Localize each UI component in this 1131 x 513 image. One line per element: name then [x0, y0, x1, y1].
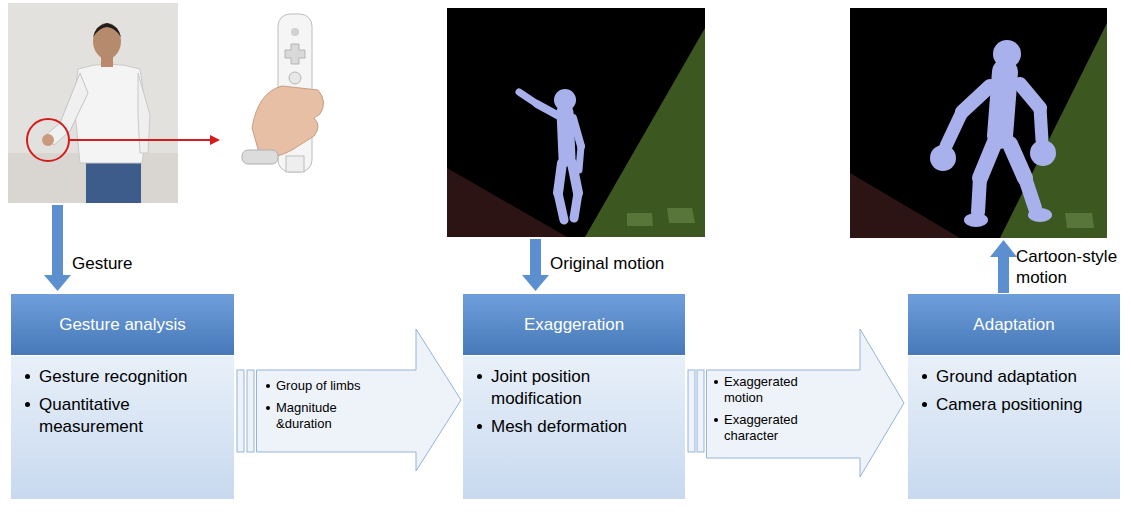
remote-photo [222, 10, 372, 178]
bullet-dot [477, 424, 482, 429]
joint-bar [237, 370, 244, 452]
red-spotlight [447, 168, 567, 237]
figure-foot [964, 213, 988, 227]
render-ground [850, 8, 1107, 238]
bullet-text: Ground adaptation [936, 366, 1077, 388]
joint-bar [697, 370, 704, 452]
bullet-item: Mesh deformation [475, 416, 677, 438]
box-body: Joint position modificationMesh deformat… [462, 356, 686, 500]
bullet-dot [922, 374, 927, 379]
wrist-strap [242, 150, 278, 164]
bullet-item: Magnitude &duration [266, 400, 378, 432]
bullet-text: Group of limbs [276, 378, 361, 394]
flow-arrow-head [522, 275, 549, 291]
bullet-text: Quantitative measurement [39, 394, 226, 438]
box-header: Exaggeration [462, 293, 686, 356]
a-button [289, 72, 301, 84]
bullet-list: Group of limbsMagnitude &duration [266, 378, 378, 438]
joint-bar [247, 370, 254, 452]
figure [946, 72, 1042, 212]
box-header: Adaptation [907, 293, 1121, 356]
flow-arrow-head [990, 240, 1017, 257]
process-box: ExaggerationJoint position modificationM… [462, 293, 686, 500]
shirt [74, 64, 148, 163]
jeans [86, 158, 141, 203]
figure-foot [1028, 208, 1052, 222]
bullet-dot [25, 374, 30, 379]
flow-label: Gesture [72, 253, 192, 274]
box-body: Gesture recognitionQuantitative measurem… [10, 356, 235, 500]
hair [93, 23, 121, 37]
bullet-dot [266, 406, 270, 410]
photo-ground [222, 10, 372, 178]
bullet-list: Ground adaptationCamera positioning [920, 366, 1112, 416]
box-header: Gesture analysis [10, 293, 235, 356]
red-spotlight [850, 173, 960, 238]
bullet-item: Ground adaptation [920, 366, 1112, 388]
floor-tile [667, 208, 695, 223]
flow-arrow-shaft [998, 256, 1009, 293]
bullet-list: Exaggerated motionExaggerated character [714, 374, 826, 450]
joint-bar [688, 370, 695, 452]
bullet-dot [714, 418, 718, 422]
bullet-dot [477, 374, 482, 379]
head [93, 23, 121, 59]
bullet-dot [922, 402, 927, 407]
bullet-dot [25, 402, 30, 407]
process-box: AdaptationGround adaptationCamera positi… [907, 293, 1121, 500]
person-photo [8, 3, 178, 203]
flow-arrow-shaft [530, 239, 541, 276]
flow-arrow-head [44, 275, 71, 291]
figure [519, 92, 581, 220]
bullet-text: Magnitude &duration [276, 400, 378, 432]
flow-label: Cartoon-style motion [1016, 246, 1126, 288]
bullet-dot [266, 384, 270, 388]
power-button [291, 28, 299, 36]
arrow-shape: Group of limbsMagnitude &duration [256, 328, 462, 472]
cartoon-render [850, 8, 1107, 238]
floor-tile [1065, 213, 1094, 228]
process-box: Gesture analysisGesture recognitionQuant… [10, 293, 235, 500]
d-pad [285, 44, 305, 64]
bullet-item: Exaggerated motion [714, 374, 826, 406]
bullet-list: Joint position modificationMesh deformat… [475, 366, 677, 438]
bullet-text: Exaggerated motion [724, 374, 826, 406]
flow-arrow-shaft [52, 205, 63, 276]
figure-fist [1030, 140, 1056, 166]
flow-label: Original motion [550, 253, 710, 274]
arrow-fill [257, 329, 462, 471]
bullet-list: Gesture recognitionQuantitative measurem… [23, 366, 226, 438]
box-body: Ground adaptationCamera positioning [907, 356, 1121, 500]
render-ground [447, 8, 705, 237]
hand [252, 86, 324, 157]
figure-head [993, 40, 1021, 68]
bullet-text: Exaggerated character [724, 412, 826, 444]
green-spotlight [585, 28, 705, 237]
bullet-item: Gesture recognition [23, 366, 226, 388]
arrow-shape: Exaggerated motionExaggerated character [706, 328, 905, 478]
extended-arm [46, 73, 88, 145]
arrow-fill [707, 329, 905, 477]
figure-fist [930, 145, 956, 171]
highlight-circle [27, 119, 69, 161]
bullet-item: Joint position modification [475, 366, 677, 410]
bullet-text: Joint position modification [491, 366, 677, 410]
photo-wall [8, 3, 178, 203]
remote-base [286, 156, 304, 172]
bullet-text: Gesture recognition [39, 366, 187, 388]
floor-tile [627, 213, 653, 226]
bullet-dot [714, 380, 718, 384]
bullet-item: Quantitative measurement [23, 394, 226, 438]
pointer-line [70, 139, 212, 141]
figure-head [554, 89, 576, 111]
pointer-head [210, 135, 220, 145]
hand [42, 134, 54, 146]
bullet-text: Camera positioning [936, 394, 1082, 416]
original-render [447, 8, 705, 237]
bullet-text: Mesh deformation [491, 416, 627, 438]
bullet-item: Exaggerated character [714, 412, 826, 444]
bullet-item: Group of limbs [266, 378, 378, 394]
bullet-item: Camera positioning [920, 394, 1112, 416]
